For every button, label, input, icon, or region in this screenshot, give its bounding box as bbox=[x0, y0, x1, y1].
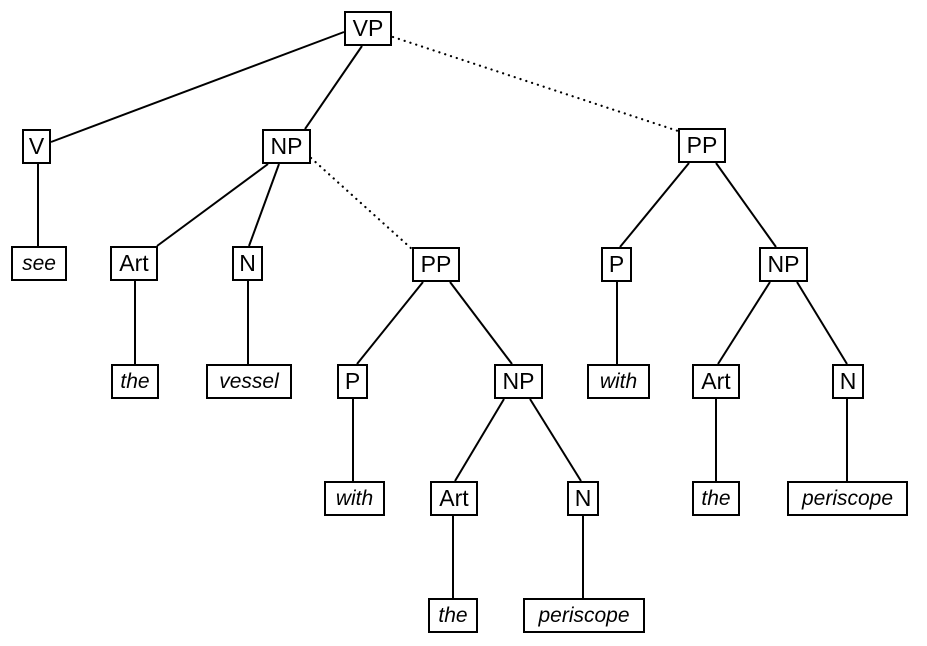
tree-node-label: PP bbox=[420, 251, 452, 277]
tree-node-label: PP bbox=[686, 132, 718, 158]
tree-edge-vp-to-v bbox=[50, 31, 345, 143]
tree-leaf-peri_r[interactable]: periscope bbox=[787, 481, 908, 516]
tree-node-label: P bbox=[608, 251, 625, 277]
tree-node-art1[interactable]: Art bbox=[110, 246, 158, 281]
tree-node-label: NP bbox=[270, 133, 303, 159]
tree-edge-pp_right-to-p_right bbox=[619, 162, 690, 248]
tree-leaf-see[interactable]: see bbox=[11, 246, 67, 281]
tree-node-label: V bbox=[28, 133, 45, 159]
tree-edge-pp_mid-to-np_mid bbox=[449, 281, 513, 365]
tree-node-vp[interactable]: VP bbox=[344, 11, 392, 46]
tree-edge-pp_right-to-np_right bbox=[715, 162, 777, 248]
tree-node-label: N bbox=[574, 485, 592, 511]
tree-node-label: periscope bbox=[801, 487, 894, 510]
tree-node-label: the bbox=[701, 487, 731, 510]
tree-node-n1[interactable]: N bbox=[232, 246, 263, 281]
tree-node-label: the bbox=[438, 604, 468, 627]
tree-node-v[interactable]: V bbox=[22, 129, 51, 164]
tree-leaf-the_r[interactable]: the bbox=[692, 481, 740, 516]
tree-node-label: NP bbox=[767, 251, 800, 277]
tree-node-label: N bbox=[239, 250, 256, 276]
tree-node-pp_mid[interactable]: PP bbox=[412, 247, 460, 282]
tree-edge-vp-to-pp_right bbox=[391, 35, 680, 133]
tree-edge-pp_mid-to-p_mid bbox=[356, 281, 424, 365]
tree-node-pp_right[interactable]: PP bbox=[678, 128, 726, 163]
tree-node-p_right[interactable]: P bbox=[601, 247, 632, 282]
tree-node-np1[interactable]: NP bbox=[262, 129, 311, 164]
tree-node-label: the bbox=[120, 370, 150, 393]
tree-node-label: Art bbox=[701, 368, 731, 394]
tree-node-label: vessel bbox=[219, 370, 279, 393]
tree-leaf-peri_m[interactable]: periscope bbox=[523, 598, 645, 633]
tree-edge-vp-to-np1 bbox=[304, 45, 363, 130]
tree-node-label: with bbox=[335, 487, 374, 510]
tree-edge-np1-to-n1 bbox=[248, 163, 280, 247]
tree-edge-np_right-to-n_r bbox=[796, 281, 848, 365]
tree-leaf-with_m[interactable]: with bbox=[324, 481, 385, 516]
tree-node-n_r[interactable]: N bbox=[832, 364, 864, 399]
tree-edge-np1-to-art1 bbox=[156, 163, 269, 247]
tree-node-label: VP bbox=[352, 15, 384, 41]
tree-edge-np1-to-pp_mid bbox=[309, 156, 415, 252]
tree-node-art_r[interactable]: Art bbox=[692, 364, 740, 399]
tree-node-label: P bbox=[344, 368, 361, 394]
tree-leaf-the_m[interactable]: the bbox=[428, 598, 478, 633]
tree-edge-np_mid-to-art_m bbox=[454, 398, 505, 482]
tree-node-np_mid[interactable]: NP bbox=[494, 364, 543, 399]
tree-edge-np_mid-to-n_m bbox=[529, 398, 582, 482]
tree-leaf-with_r[interactable]: with bbox=[587, 364, 650, 399]
tree-leaf-the1[interactable]: the bbox=[111, 364, 159, 399]
tree-leaf-vessel[interactable]: vessel bbox=[206, 364, 292, 399]
tree-node-np_right[interactable]: NP bbox=[759, 247, 808, 282]
tree-node-n_m[interactable]: N bbox=[567, 481, 599, 516]
tree-node-p_mid[interactable]: P bbox=[337, 364, 368, 399]
tree-node-label: NP bbox=[502, 368, 535, 394]
tree-node-art_m[interactable]: Art bbox=[430, 481, 478, 516]
tree-node-label: see bbox=[22, 252, 56, 275]
tree-node-label: with bbox=[599, 370, 638, 393]
tree-node-label: Art bbox=[439, 485, 469, 511]
tree-node-label: periscope bbox=[538, 604, 630, 627]
tree-node-label: N bbox=[839, 368, 857, 394]
tree-edge-np_right-to-art_r bbox=[717, 281, 771, 365]
tree-node-label: Art bbox=[119, 250, 149, 276]
